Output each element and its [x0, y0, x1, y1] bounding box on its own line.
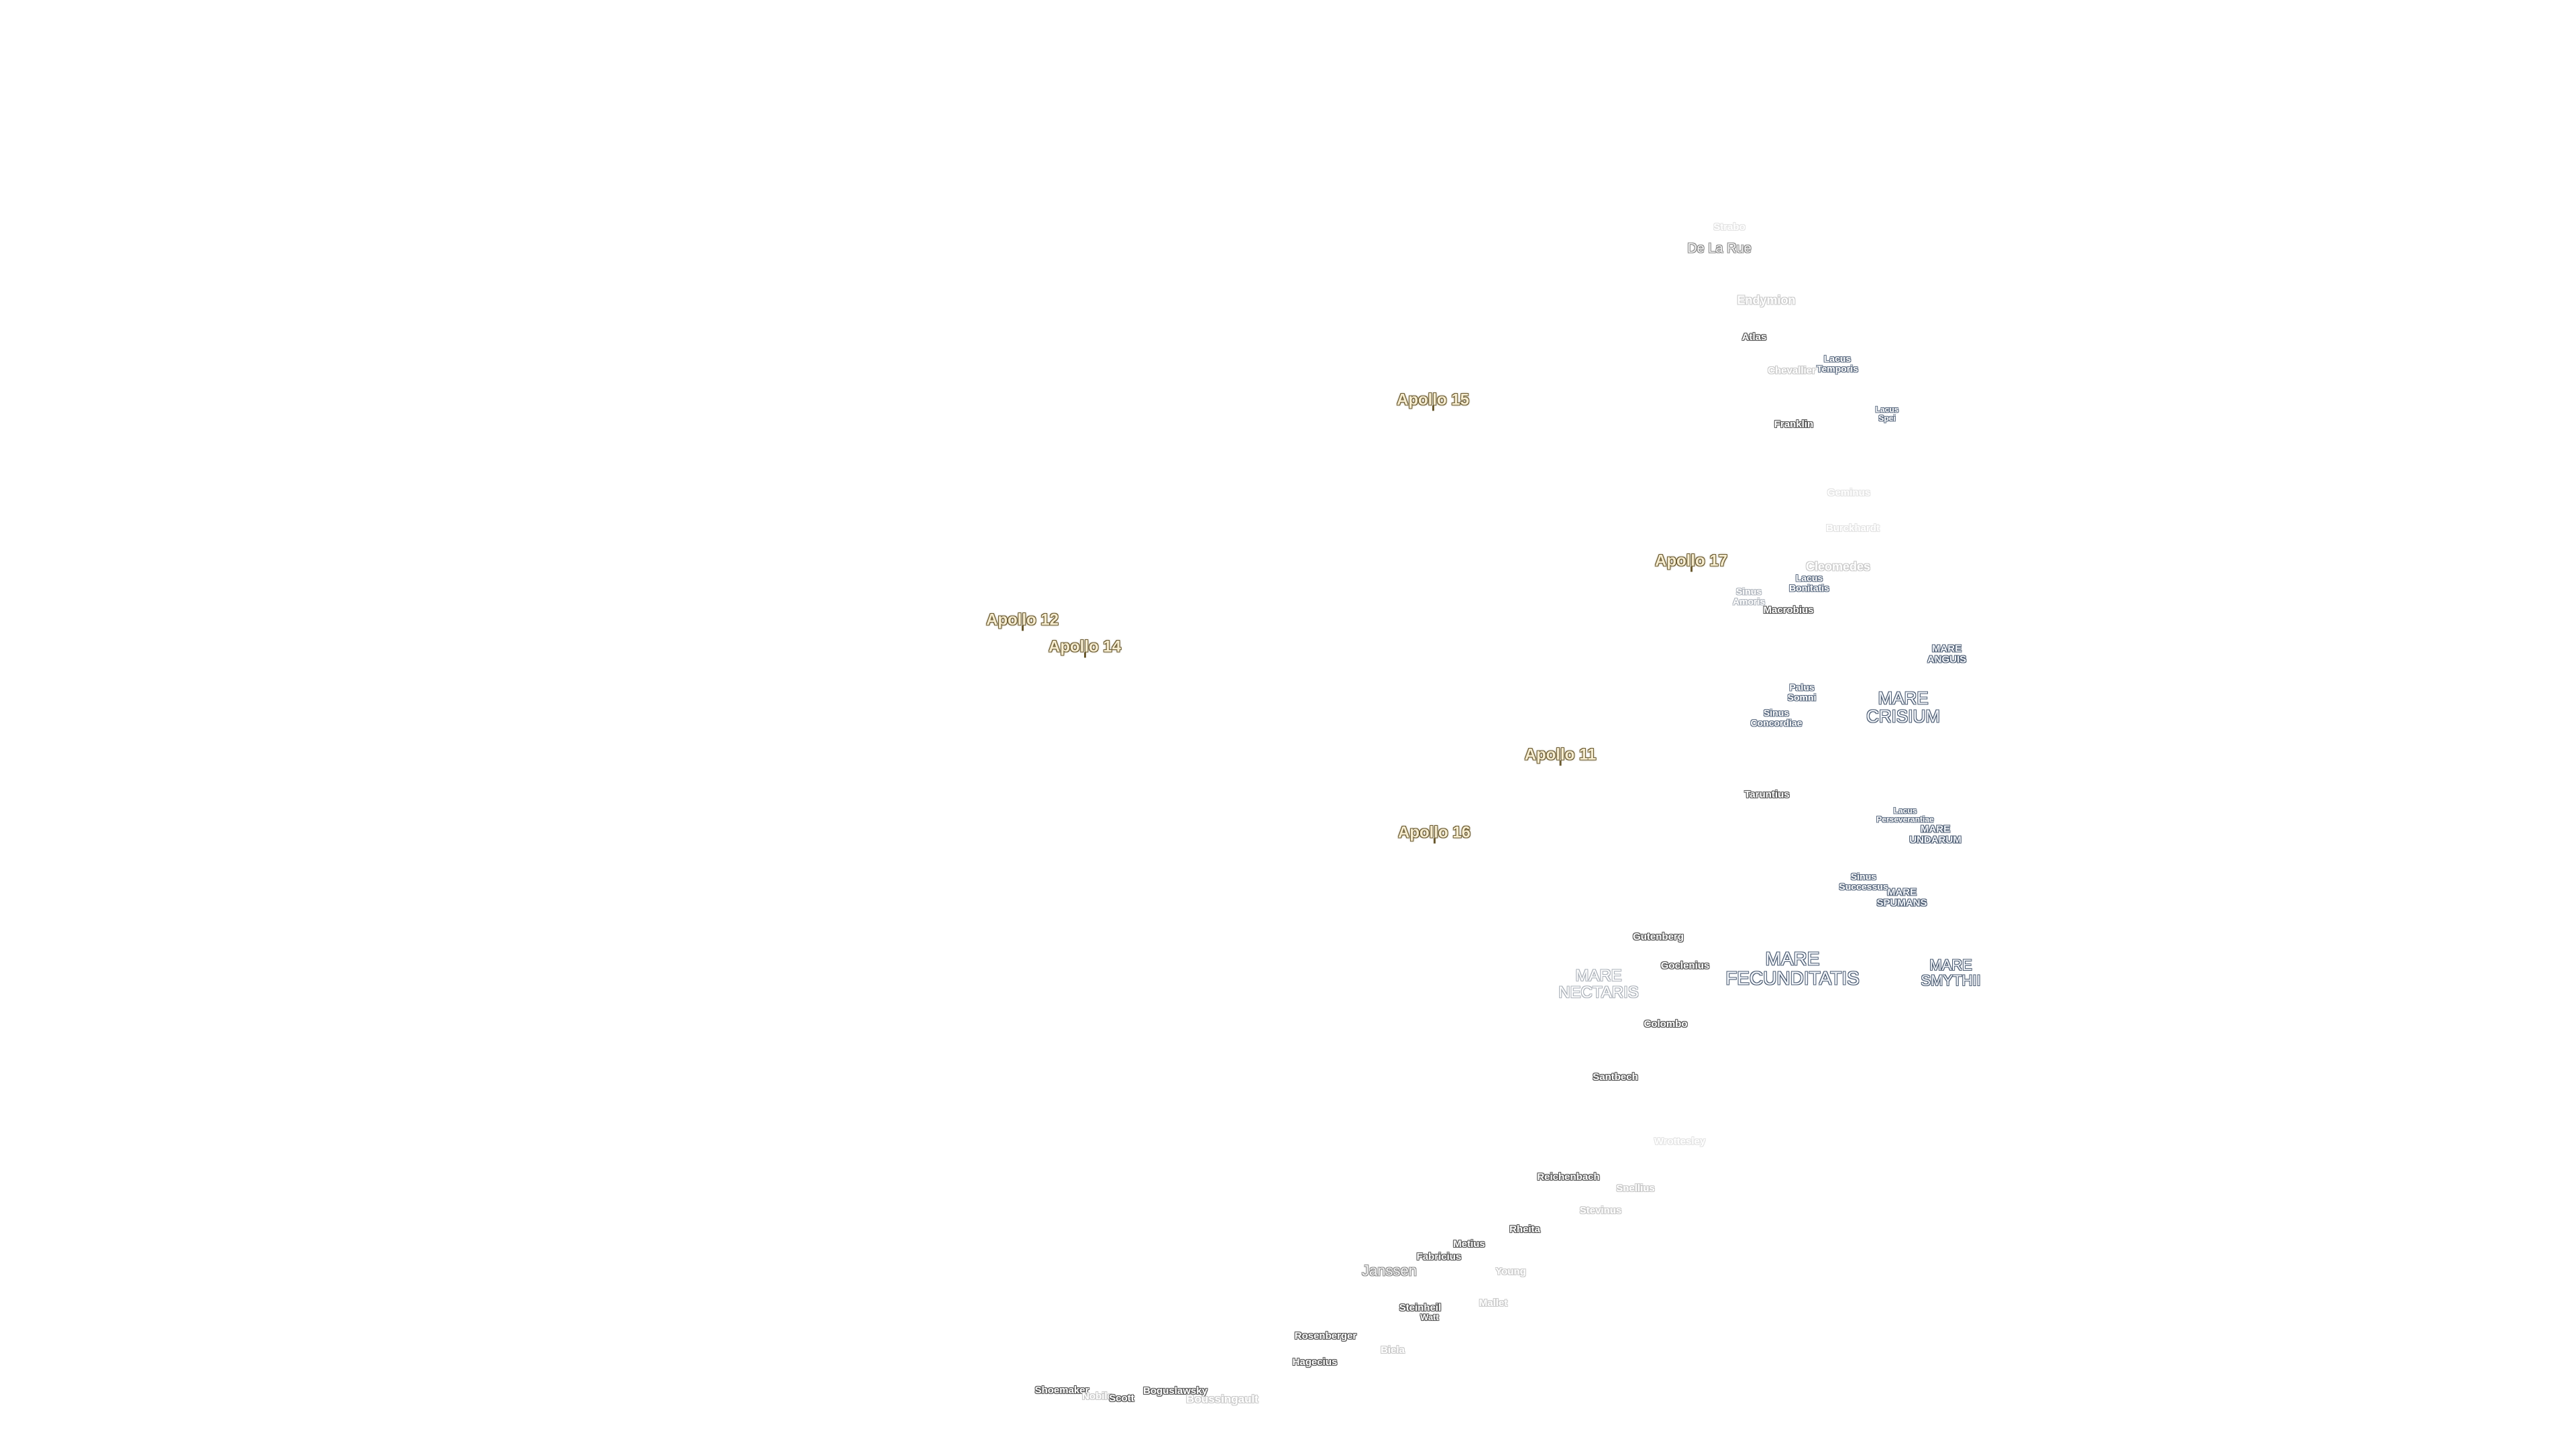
lake-label-palus-somni: Palus Somni — [1787, 682, 1817, 702]
lake-label-lacus-perseverantiae: Lacus Perseverantiae — [1876, 806, 1934, 824]
lake-label-lacus-spei: Lacus Spei — [1875, 405, 1899, 423]
crater-label-watt: Watt — [1420, 1312, 1439, 1323]
crater-label-geminus: Geminus — [1827, 487, 1871, 499]
crater-label-reichenbach: Reichenbach — [1537, 1171, 1600, 1183]
crater-label-metius: Metius — [1453, 1238, 1485, 1250]
crater-label-hagecius: Hagecius — [1292, 1356, 1338, 1368]
crater-label-endymion: Endymion — [1737, 293, 1796, 307]
crater-label-mallet: Mallet — [1479, 1297, 1508, 1309]
lake-label-sinus-amoris: Sinus Amoris — [1732, 586, 1766, 606]
sea-label-mare-undarum: MARE UNDARUM — [1909, 823, 1962, 845]
crater-label-burckhardt: Burckhardt — [1825, 523, 1880, 535]
crater-label-nobile: Nobile — [1082, 1391, 1113, 1403]
sea-label-mare-spumans: MARE SPUMANS — [1876, 886, 1927, 908]
crater-label-snellius: Snellius — [1616, 1183, 1655, 1195]
crater-label-janssen: Janssen — [1362, 1262, 1417, 1279]
crater-label-colombo: Colombo — [1644, 1018, 1688, 1030]
lake-label-lacus-temporis: Lacus Temporis — [1817, 353, 1858, 374]
sea-label-mare-smythii: MARE SMYTHII — [1921, 956, 1981, 989]
crater-label-gutenberg: Gutenberg — [1633, 931, 1684, 943]
crater-label-cleomedes: Cleomedes — [1805, 559, 1871, 574]
lake-label-lacus-bonitatis: Lacus Bonitatis — [1789, 572, 1829, 593]
crater-label-goclenius: Goclenius — [1660, 960, 1710, 972]
apollo-17-marker[interactable]: Apollo 17 — [1654, 551, 1728, 572]
crater-label-shoemaker: Shoemaker — [1034, 1385, 1089, 1397]
crater-label-santbech: Santbech — [1593, 1071, 1638, 1083]
crater-label-taruntius: Taruntius — [1744, 789, 1790, 801]
crater-label-boussingault: Boussingault — [1186, 1393, 1258, 1406]
sea-label-mare-nectaris: MARE NECTARIS — [1558, 966, 1639, 1002]
crater-label-chevallier: Chevallier — [1768, 365, 1816, 377]
crater-label-macrobius: Macrobius — [1763, 604, 1814, 616]
crater-label-wrottesley: Wrottesley — [1654, 1136, 1706, 1148]
crater-label-stevinus: Stevinus — [1579, 1205, 1622, 1217]
crater-label-biela: Biela — [1381, 1344, 1405, 1356]
apollo-16-marker[interactable]: Apollo 16 — [1397, 823, 1471, 844]
crater-label-atlas: Atlas — [1741, 331, 1767, 343]
crater-label-de-la-rue: De La Rue — [1687, 241, 1752, 256]
crater-label-rosenberger: Rosenberger — [1294, 1330, 1357, 1342]
apollo-11-marker[interactable]: Apollo 11 — [1524, 745, 1597, 766]
crater-label-steinheil: Steinheil — [1399, 1302, 1442, 1314]
apollo-14-marker[interactable]: Apollo 14 — [1048, 637, 1122, 658]
crater-label-rheita: Rheita — [1509, 1224, 1540, 1236]
lake-label-sinus-successus: Sinus Successus — [1839, 871, 1888, 892]
sea-label-mare-fecunditatis: MARE FECUNDITATIS — [1725, 948, 1860, 989]
crater-label-young: Young — [1495, 1266, 1526, 1278]
crater-label-fabricius: Fabricius — [1416, 1251, 1462, 1263]
apollo-15-marker[interactable]: Apollo 15 — [1396, 390, 1470, 411]
crater-label-franklin: Franklin — [1774, 419, 1814, 431]
sea-label-mare-anguis: MARE ANGUIS — [1927, 643, 1967, 665]
crater-label-strabo: Strabo — [1713, 221, 1746, 233]
crater-label-scott: Scott — [1109, 1393, 1134, 1405]
lake-label-sinus-concordiae: Sinus Concordiae — [1750, 707, 1803, 728]
crater-label-boguslawsky: Boguslawsky — [1143, 1385, 1208, 1397]
sea-label-mare-crisium: MARE CRISIUM — [1866, 688, 1940, 727]
apollo-12-marker[interactable]: Apollo 12 — [985, 610, 1059, 631]
